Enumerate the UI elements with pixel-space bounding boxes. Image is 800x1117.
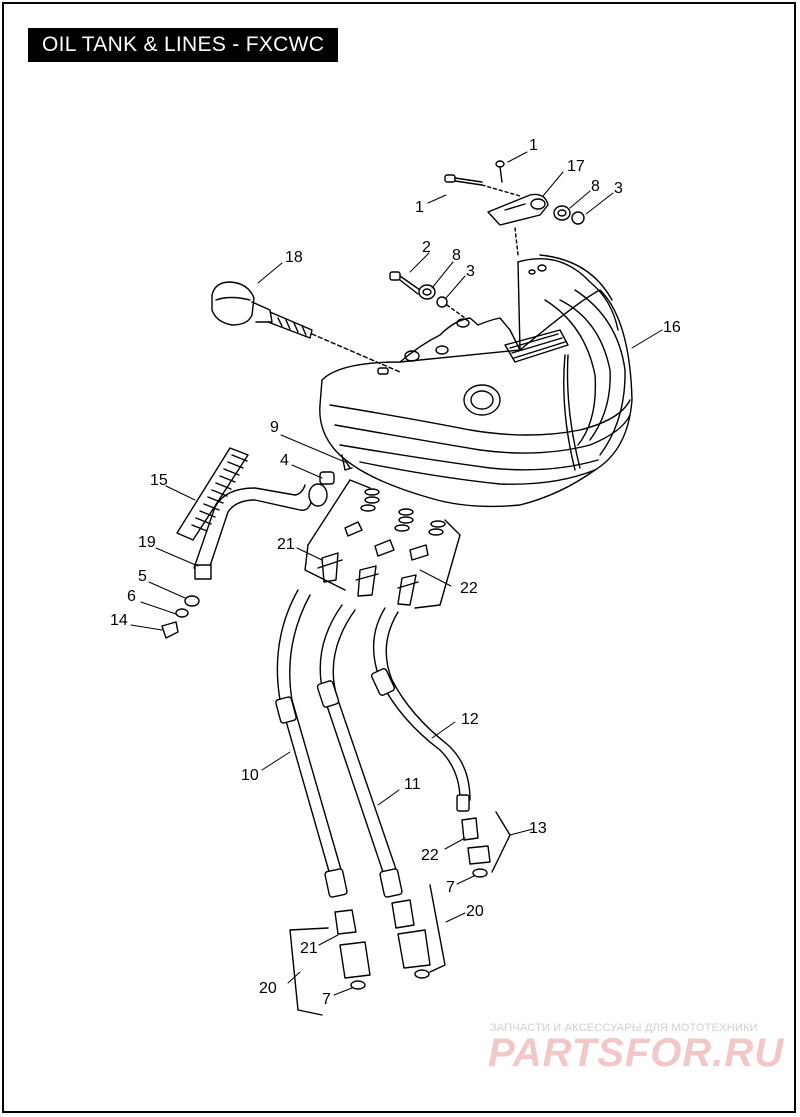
- elbow-line: [161, 483, 328, 639]
- callout-21-upper: 21: [277, 536, 295, 553]
- callout-20-left: 20: [259, 980, 277, 997]
- dipstick: [211, 281, 401, 373]
- callout-labels: 1 1 17 8 3 2 8 3 18 16 9 4 15 21 19 22 5…: [110, 137, 681, 1008]
- callout-8-mid: 8: [452, 247, 461, 264]
- callout-2: 2: [422, 239, 431, 256]
- callout-7-upper: 7: [446, 879, 455, 896]
- fittings-upper: [317, 488, 446, 606]
- page-title: OIL TANK & LINES - FXCWC: [28, 28, 339, 62]
- callout-9: 9: [270, 419, 279, 436]
- callout-8-top: 8: [591, 178, 600, 195]
- callout-17: 17: [567, 158, 585, 175]
- callout-11: 11: [404, 776, 421, 793]
- callout-1-side: 1: [415, 199, 424, 216]
- callout-4: 4: [280, 452, 289, 469]
- coiled-hose: [176, 447, 249, 541]
- callout-14: 14: [110, 612, 128, 629]
- callout-12: 12: [461, 711, 479, 728]
- callout-20-right: 20: [466, 903, 484, 920]
- callout-22-upper: 22: [460, 580, 478, 597]
- front-mount-hardware: [389, 271, 466, 319]
- callout-10: 10: [241, 767, 259, 784]
- lower-fittings: [289, 811, 511, 1016]
- callout-15: 15: [150, 472, 168, 489]
- oil-line-11: [316, 604, 403, 898]
- mounting-bracket: [444, 160, 585, 256]
- callout-18: 18: [285, 249, 303, 266]
- oil-line-12: [370, 607, 471, 812]
- watermark-tagline: ЗАПЧАСТИ И АКСЕССУАРЫ ДЛЯ МОТОТЕХНИКИ: [490, 1022, 758, 1034]
- watermark-brand: PARTSFOR.RU: [488, 1031, 785, 1075]
- callout-16: 16: [663, 319, 681, 336]
- fitting-4-9: [319, 459, 351, 485]
- callout-13: 13: [529, 820, 547, 837]
- callout-22-lower: 22: [421, 847, 439, 864]
- oil-line-10: [275, 589, 348, 898]
- callout-6: 6: [127, 588, 136, 605]
- leader-lines: [130, 151, 663, 996]
- oil-tank: [319, 254, 633, 508]
- callout-7-lower: 7: [322, 991, 331, 1008]
- callout-21-lower: 21: [300, 940, 318, 957]
- callout-1-top: 1: [529, 137, 538, 154]
- callout-3-top: 3: [614, 180, 623, 197]
- callout-19: 19: [138, 534, 156, 551]
- callout-5: 5: [138, 568, 147, 585]
- callout-3-mid: 3: [466, 263, 475, 280]
